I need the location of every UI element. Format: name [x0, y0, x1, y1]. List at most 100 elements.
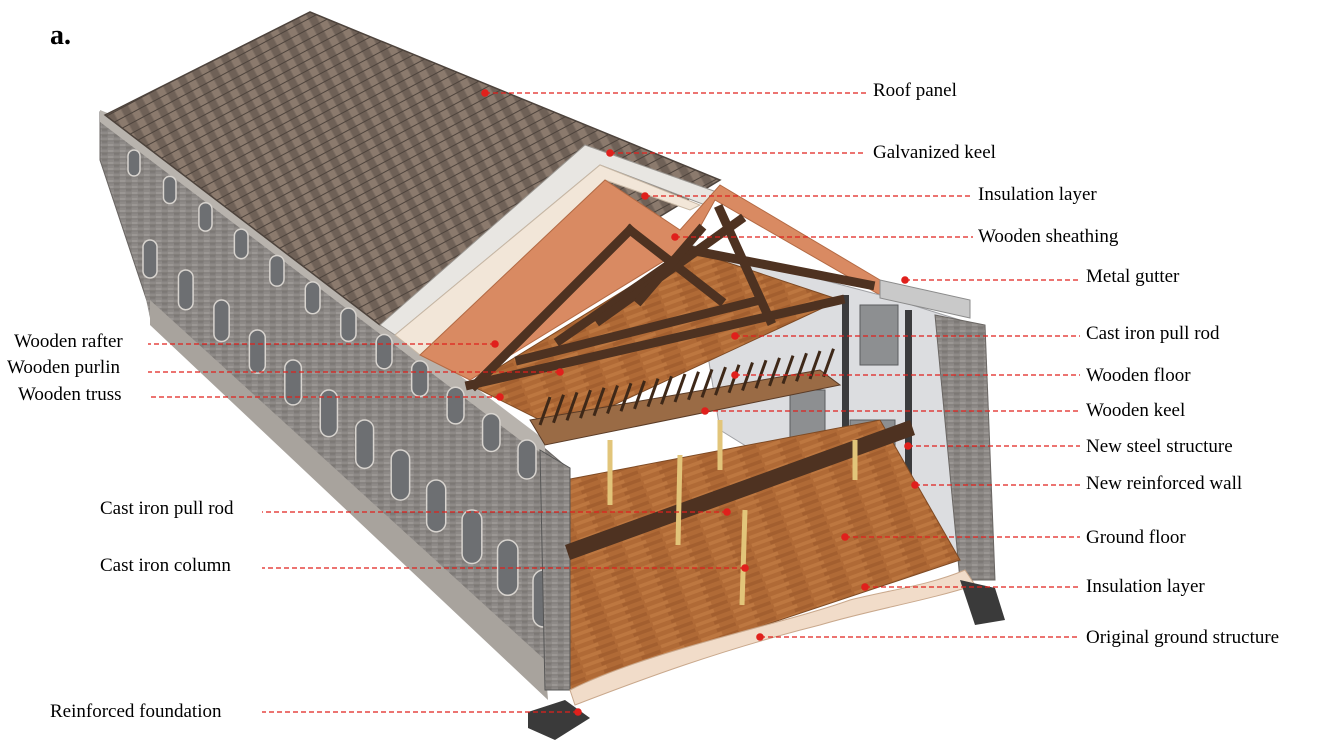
- label-ground-floor: Ground floor: [1086, 527, 1186, 548]
- leader-dot: [741, 564, 749, 572]
- leader-dot: [671, 233, 679, 241]
- lower-window: [390, 449, 411, 501]
- label-insulation-layer-ground: Insulation layer: [1086, 576, 1205, 597]
- leader-dot: [606, 149, 614, 157]
- ground-beam: [565, 420, 915, 560]
- leader-dot: [841, 533, 849, 541]
- joist: [808, 350, 822, 380]
- upper-window: [517, 439, 537, 480]
- lower-window: [248, 329, 267, 374]
- label-cast-iron-column: Cast iron column: [100, 555, 231, 576]
- truss-member: [464, 294, 846, 391]
- joist: [741, 361, 754, 392]
- reinforced-wall-edge: [934, 314, 996, 581]
- leader-dot: [496, 393, 504, 401]
- label-cast-iron-pull-rod-lower: Cast iron pull rod: [100, 498, 234, 519]
- label-metal-gutter: Metal gutter: [1086, 266, 1180, 287]
- joist: [660, 375, 673, 405]
- joist: [822, 348, 835, 378]
- label-wooden-sheathing: Wooden sheathing: [978, 226, 1119, 247]
- upper-window: [410, 360, 429, 398]
- label-new-steel-structure: New steel structure: [1086, 436, 1233, 457]
- joist: [700, 368, 714, 398]
- section-wall-front: [539, 449, 571, 691]
- floor-joists: [538, 348, 835, 426]
- label-reinforced-foundation: Reinforced foundation: [50, 701, 222, 722]
- upper-window: [198, 201, 213, 232]
- windows-lower: [142, 239, 555, 628]
- upper-window: [233, 228, 249, 260]
- joist: [673, 373, 687, 403]
- label-roof-panel: Roof panel: [873, 80, 957, 101]
- leader-dot: [481, 89, 489, 97]
- steel-column-1: [842, 295, 849, 525]
- leader-dot: [904, 442, 912, 450]
- cast-iron-columns: [607, 420, 858, 606]
- upper-window: [339, 307, 357, 343]
- truss-member: [468, 223, 637, 392]
- lower-window: [461, 509, 483, 565]
- joist: [727, 364, 741, 394]
- label-insulation-layer-roof: Insulation layer: [978, 184, 1097, 205]
- leader-dot: [491, 340, 499, 348]
- panel-letter: a.: [50, 20, 71, 51]
- label-wooden-rafter: Wooden rafter: [14, 331, 123, 352]
- foundation-right: [960, 580, 1005, 625]
- upper-window: [269, 254, 285, 287]
- leader-dot: [911, 481, 919, 489]
- truss-member: [714, 204, 776, 326]
- lower-window: [425, 479, 447, 533]
- plinth: [150, 300, 548, 700]
- label-wooden-floor: Wooden floor: [1086, 365, 1191, 386]
- ground-floor: [564, 419, 961, 691]
- joist: [646, 378, 660, 408]
- lower-window: [319, 389, 339, 438]
- joist: [714, 366, 727, 396]
- upper-window: [304, 281, 321, 315]
- label-galvanized-keel: Galvanized keel: [873, 142, 996, 163]
- joist: [592, 387, 606, 417]
- lower-window: [142, 239, 158, 279]
- leader-dot: [701, 407, 709, 415]
- lower-window: [284, 359, 303, 406]
- joist: [565, 391, 579, 421]
- joist: [768, 357, 781, 387]
- leader-dot: [574, 708, 582, 716]
- joist: [687, 371, 700, 401]
- label-original-ground-structure: Original ground structure: [1086, 627, 1280, 648]
- wooden-keel-floor: [529, 369, 842, 446]
- joist: [754, 359, 768, 389]
- lower-window: [213, 299, 230, 343]
- label-wooden-keel: Wooden keel: [1086, 400, 1186, 421]
- label-cast-iron-pull-rod-upper: Cast iron pull rod: [1086, 323, 1220, 344]
- label-wooden-purlin: Wooden purlin: [7, 357, 120, 378]
- joist: [619, 382, 633, 412]
- joist: [781, 355, 795, 385]
- label-new-reinforced-wall: New reinforced wall: [1086, 473, 1243, 494]
- upper-window: [446, 386, 465, 425]
- truss-member: [514, 294, 766, 366]
- leader-dot: [731, 371, 739, 379]
- upper-window: [162, 175, 177, 205]
- upper-window: [127, 149, 141, 177]
- joist: [538, 396, 552, 426]
- joist: [579, 389, 592, 419]
- label-wooden-truss: Wooden truss: [18, 384, 122, 405]
- metal-gutter: [879, 279, 971, 319]
- leader-dot: [861, 583, 869, 591]
- windows-upper: [127, 149, 537, 480]
- leader-lines: [148, 89, 1080, 716]
- cast-iron-column: [675, 454, 683, 546]
- lower-window: [354, 419, 375, 470]
- leader-dot: [723, 508, 731, 516]
- leader-dot: [556, 368, 564, 376]
- lower-window: [177, 269, 194, 311]
- leader-dot: [756, 633, 764, 641]
- upper-window: [481, 412, 501, 453]
- truss-member: [684, 244, 876, 291]
- foundation-left: [528, 700, 590, 740]
- leader-dot: [641, 192, 649, 200]
- gable-window-1: [859, 304, 899, 366]
